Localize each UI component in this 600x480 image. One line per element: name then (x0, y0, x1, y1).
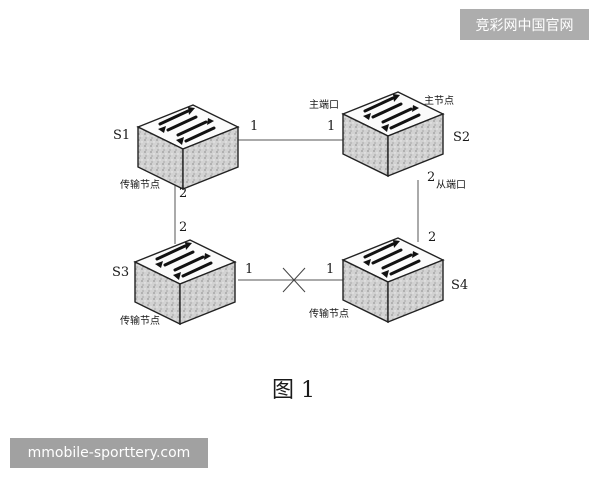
switch-s4-label: S4 (451, 278, 468, 293)
s3-port-1: 1 (245, 262, 253, 277)
switch-s4-icon[interactable] (341, 236, 445, 324)
s4-port-2: 2 (428, 230, 436, 245)
switch-s1-label: S1 (113, 128, 130, 143)
watermark-top-banner[interactable]: 竞彩网中国官网 (460, 9, 589, 40)
s2-port-2: 2 (427, 170, 435, 185)
s1-port-2: 2 (179, 186, 187, 201)
blocked-port-icon (282, 267, 306, 293)
slave-port-label: 从端口 (436, 178, 466, 191)
figure-caption: 图 1 (272, 378, 315, 403)
switch-s3-label: S3 (112, 265, 129, 280)
master-port-label: 主端口 (309, 98, 339, 111)
transit-node-s1-label: 传输节点 (120, 178, 160, 191)
switch-s3-icon[interactable] (133, 238, 237, 326)
switch-s2-label: S2 (453, 130, 470, 145)
s3-port-2: 2 (179, 220, 187, 235)
s4-port-1: 1 (326, 262, 334, 277)
watermark-bottom-banner[interactable]: mmobile-sporttery.com (10, 438, 208, 468)
transit-node-s3-label: 传输节点 (120, 314, 160, 327)
switch-s1-icon[interactable] (136, 103, 240, 191)
s2-port-1: 1 (327, 119, 335, 134)
s1-port-1: 1 (250, 119, 258, 134)
master-node-label: 主节点 (424, 95, 454, 107)
transit-node-s4-label: 传输节点 (309, 307, 349, 320)
